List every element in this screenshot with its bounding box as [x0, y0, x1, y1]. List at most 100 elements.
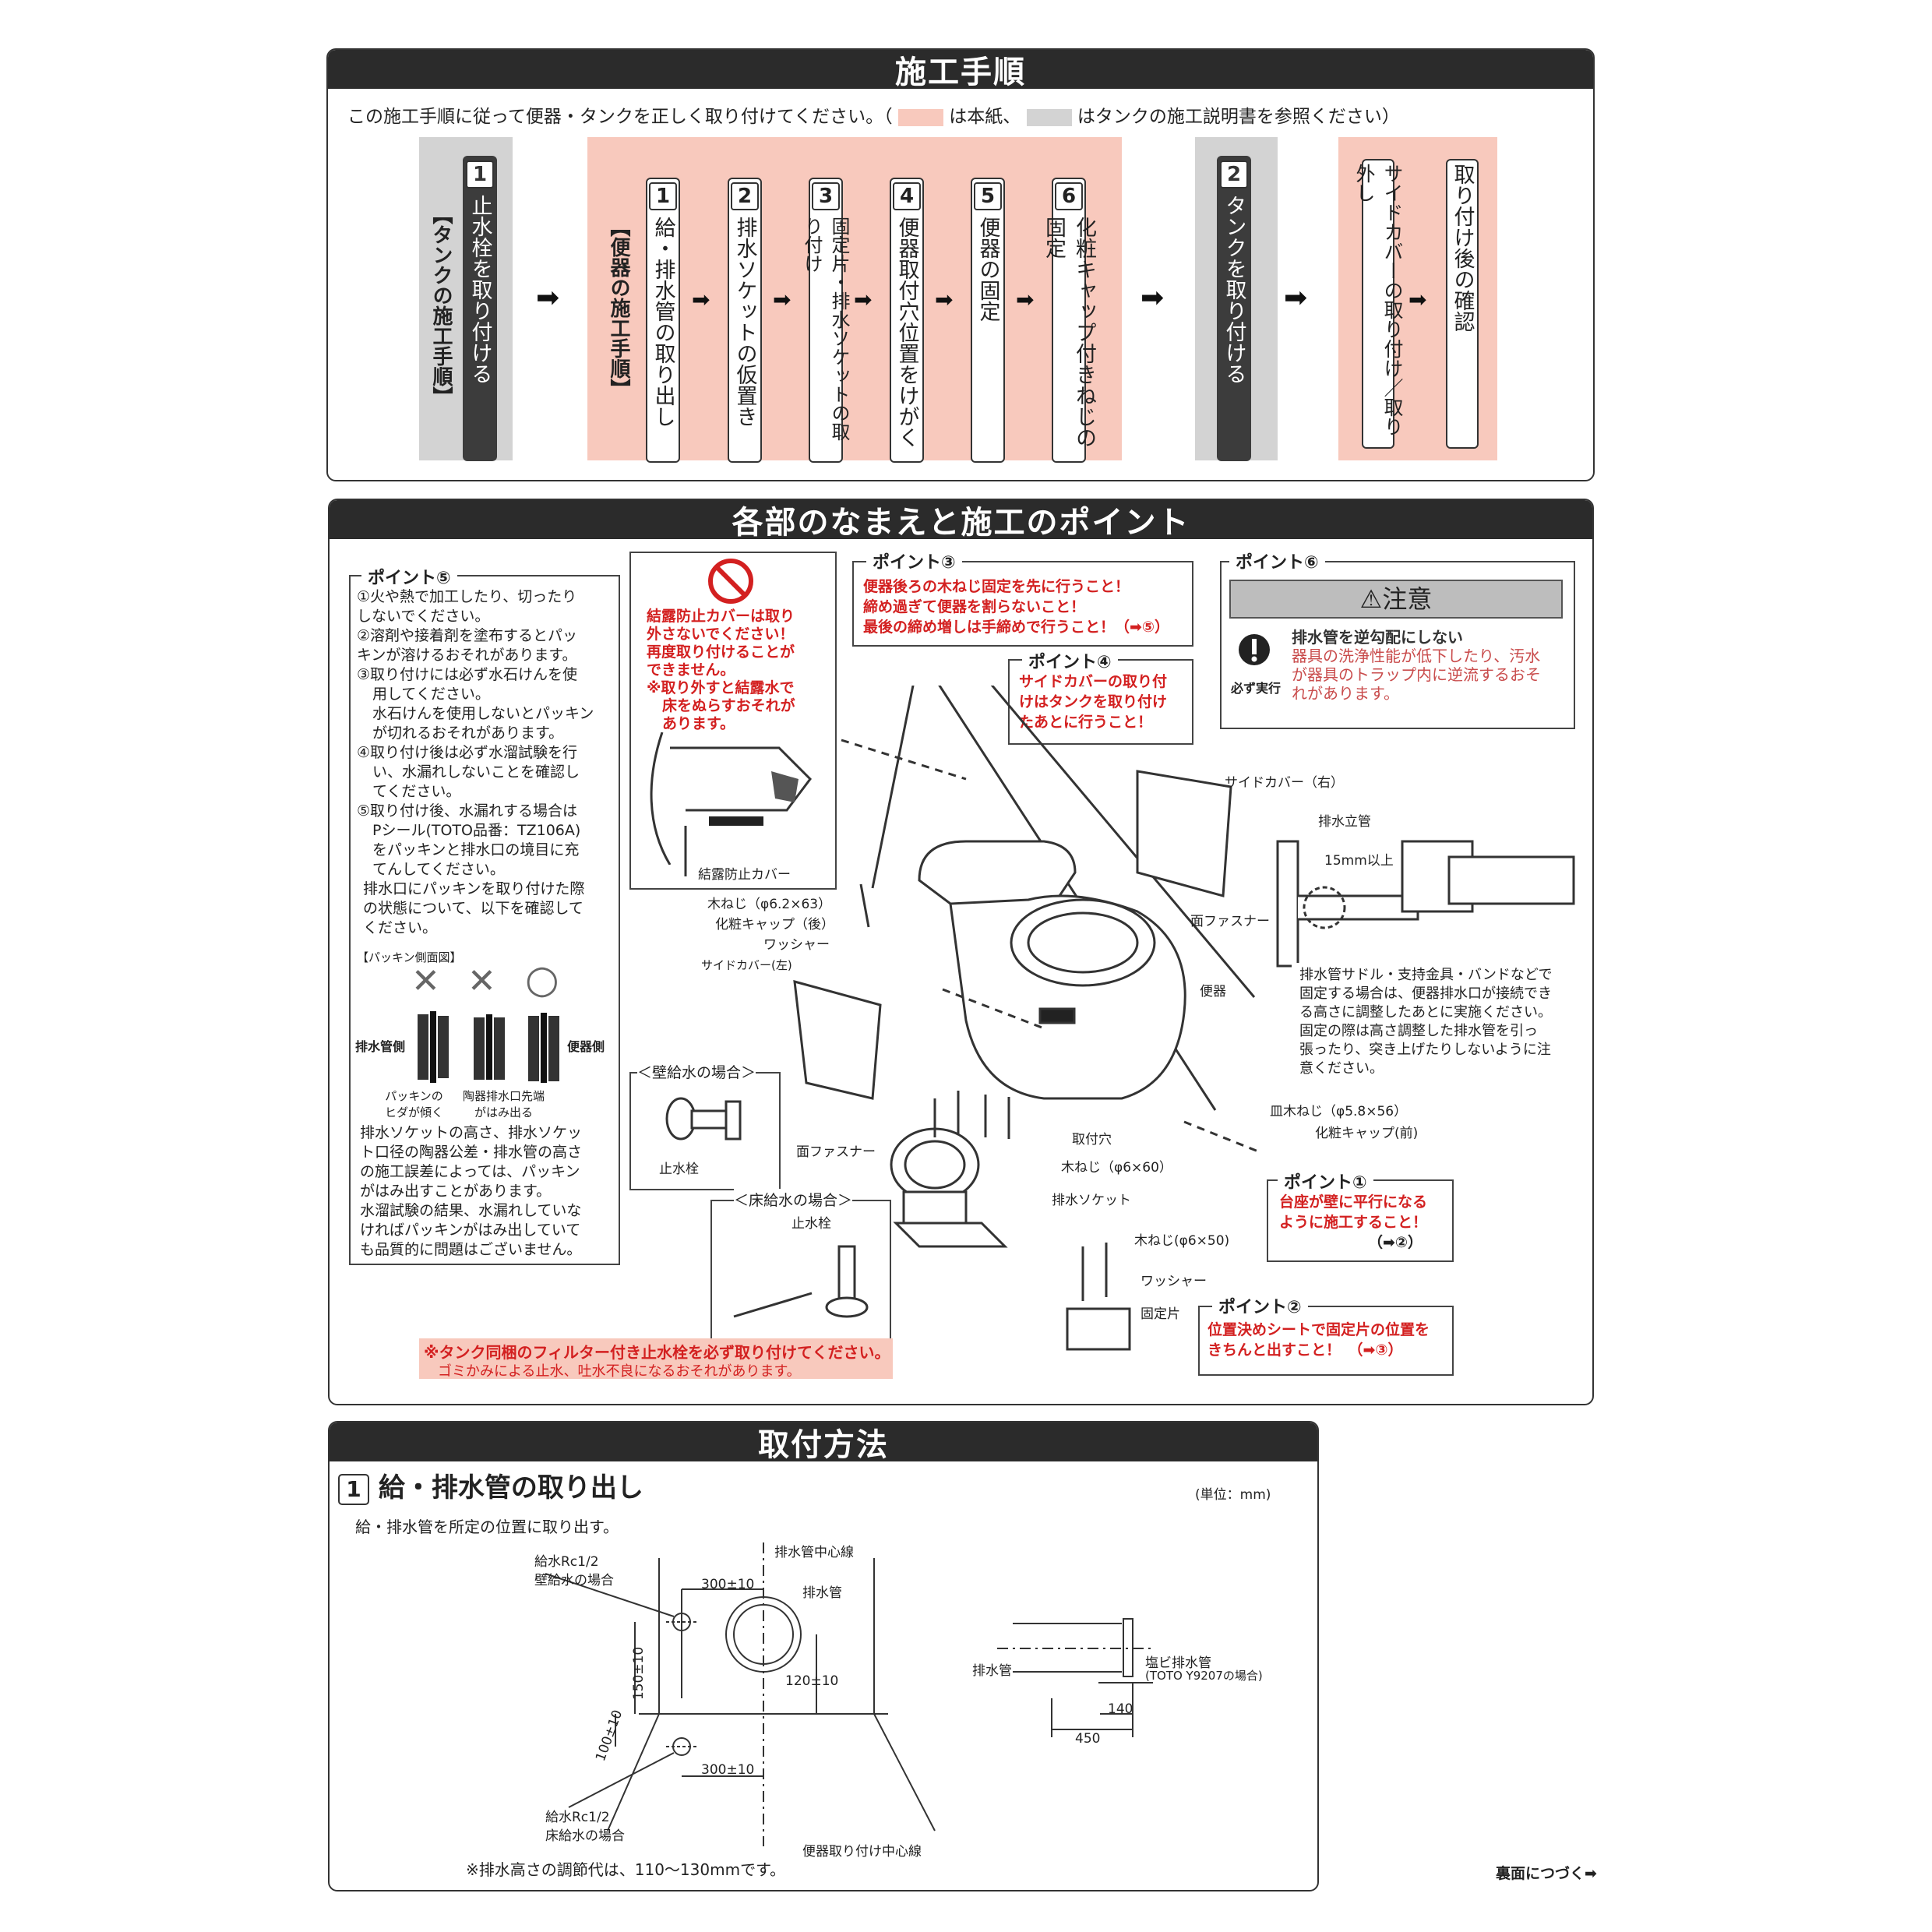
dim-pvc: 塩ビ排水管	[1145, 1655, 1211, 1671]
dim-450: 450	[1075, 1731, 1101, 1747]
flow-arrow-icon: ➡	[854, 287, 873, 312]
packing-mark-ng2: ✕	[467, 961, 496, 1001]
bowl-step-2: 2 排水ソケットの仮置き	[728, 178, 762, 463]
tank-step-2: 2 タンクを取り付ける	[1217, 156, 1251, 461]
point4-title: ポイント④	[1022, 648, 1118, 673]
point3-title: ポイント③	[866, 548, 962, 573]
install-step-heading: 1 給・排水管の取り出し	[338, 1466, 643, 1505]
label-side-cover-l: サイドカバー(左)	[701, 958, 792, 972]
dew-warning-text: 結露防止カバーは取り 外さないでください！ 再度取り付けることが できません。 …	[647, 608, 795, 732]
point1-title: ポイント①	[1278, 1169, 1373, 1193]
stop-valve-wall-icon	[665, 1097, 742, 1141]
dim-300-top: 300±10	[701, 1577, 755, 1592]
flow-arrow-icon: ➡	[1284, 282, 1308, 314]
dim-150: 150±10	[631, 1646, 647, 1701]
caution-head: 排水管を逆勾配にしない	[1292, 628, 1463, 647]
install-footnote: ※排水高さの調節代は、110～130mmです。	[466, 1860, 786, 1879]
point3-box	[852, 561, 1193, 647]
point6-title: ポイント⑥	[1229, 548, 1325, 573]
packing-mark-ng1: ✕	[411, 961, 440, 1001]
dim-supply-floor: 給水Rc1/2	[545, 1810, 610, 1825]
drain-note: 排水管サドル・支持金具・バンドなどで 固定する場合は、便器排水口が接続でき る高…	[1299, 967, 1553, 1077]
packing-caption-2: 陶器排水口先端 がはみ出る	[463, 1089, 545, 1119]
toilet-illustration	[684, 686, 1575, 1351]
floor-supply-title: ＜床給水の場合＞	[734, 1189, 853, 1210]
wall-supply-title: ＜壁給水の場合＞	[637, 1061, 756, 1082]
tank-step-1: 1 止水栓を取り付ける	[463, 156, 497, 461]
bowl-step-1: 1 給・排水管の取り出し	[646, 178, 680, 463]
flow-arrow-icon: ➡	[1141, 282, 1165, 314]
bowl-step-5: 5 便器の固定	[971, 178, 1005, 463]
label-wood-screw-50: 木ねじ(φ6×50)	[1134, 1233, 1230, 1249]
flow-arrow-icon: ➡	[536, 282, 560, 314]
point4-body: サイドカバーの取り付 けはタンクを取り付け たあとに行うこと！	[1019, 673, 1168, 731]
flow-arrow-icon: ➡	[1408, 287, 1427, 312]
point5-box	[349, 575, 620, 1265]
caution-header: ⚠注意	[1229, 580, 1563, 619]
dim-drain-pipe-2: 排水管	[972, 1663, 1012, 1679]
gray-legend-swatch	[1026, 108, 1072, 126]
bowl-step-6: 6 化粧キャップ付きねじの固定	[1042, 178, 1096, 463]
dim-supply-floor-sub: 床給水の場合	[545, 1828, 625, 1844]
point3-body: 便器後ろの木ねじ固定を先に行うこと！ 締め過ぎて便器を割らないこと！ 最後の締め…	[863, 578, 1170, 636]
continue-footer: 裏面につづく➡	[1496, 1865, 1597, 1882]
parts-title: 各部のなまえと施工のポイント	[330, 500, 1592, 541]
procedure-intro: この施工手順に従って便器・タンクを正しく取り付けてください。（ は本紙、 はタン…	[347, 107, 1400, 127]
label-drain-socket: 排水ソケット	[1052, 1193, 1131, 1208]
bowl-step-3: 3 固定片・排水ソケットの取り付け	[801, 178, 850, 463]
dim-supply-wall: 給水Rc1/2	[534, 1554, 599, 1570]
dim-pvc-sub: (TOTO Y9207の場合)	[1145, 1669, 1263, 1683]
dim-bowl-center: 便器取り付け中心線	[802, 1844, 922, 1860]
filter-note-box	[419, 1338, 893, 1379]
label-bowl: 便器	[1200, 984, 1226, 999]
label-face-fastener-1: 面ファスナー	[1190, 914, 1270, 929]
tank-group-label: 【タンクの施工手順】	[429, 204, 453, 407]
label-washer-2: ワッシャー	[1141, 1274, 1207, 1289]
label-mount-hole: 取付穴	[1072, 1132, 1112, 1148]
dim-drain-pipe: 排水管	[802, 1585, 842, 1601]
flow-arrow-icon: ➡	[1016, 287, 1035, 312]
must-do-icon	[1239, 634, 1270, 665]
flow-arrow-icon: ➡	[935, 287, 954, 312]
install-instruction: 給・排水管を所定の位置に取り出す。	[355, 1518, 619, 1536]
dew-cover-illustration	[650, 732, 812, 865]
label-stop-valve-1: 止水栓	[659, 1162, 699, 1177]
label-cap-front: 化粧キャップ(前)	[1315, 1126, 1419, 1141]
filter-note-sub: ゴミかみによる止水、吐水不良になるおそれがあります。	[438, 1363, 801, 1380]
side-dimension-diagram	[997, 1618, 1153, 1737]
pink-legend-swatch	[897, 108, 943, 126]
dew-cover-label: 結露防止カバー	[698, 867, 791, 883]
label-stop-valve-2: 止水栓	[791, 1216, 831, 1232]
dim-120: 120±10	[785, 1673, 839, 1689]
caution-body: 器具の洗浄性能が低下したり、汚水 が器具のトラップ内に逆流するおそ れがあります…	[1292, 647, 1541, 703]
bowl-step-4: 4 便器取付穴位置をけがく	[890, 178, 924, 463]
packing-right-label: 便器側	[567, 1039, 605, 1054]
label-face-fastener-2: 面ファスナー	[796, 1144, 876, 1160]
dim-drain-center: 排水管中心線	[774, 1545, 854, 1560]
label-wood-screw-63: 木ねじ（φ6.2×63）	[707, 897, 832, 912]
label-drain-stand: 排水立管	[1318, 814, 1371, 830]
point5-title: ポイント⑤	[361, 564, 457, 589]
install-panel: 取付方法	[328, 1421, 1319, 1891]
final-step-cover: サイドカバーの取り付け／取り外し	[1353, 159, 1404, 449]
point2-body: 位置決めシートで固定片の位置を きちんと出すこと！ （➡③）	[1208, 1321, 1430, 1359]
flow-arrow-icon: ➡	[692, 287, 710, 312]
flow-arrow-icon: ➡	[773, 287, 791, 312]
point5-body: ①火や熱で加工したり、切ったり しないでください。 ②溶剤や接着剤を塗布するとパ…	[357, 588, 594, 936]
procedure-title: 施工手順	[328, 50, 1593, 90]
packing-diagram	[418, 1011, 559, 1083]
label-side-cover-r: サイドカバー（右）	[1225, 775, 1344, 791]
prohibited-icon	[708, 559, 753, 604]
bowl-group-label: 【便器の施工手順】	[607, 217, 630, 399]
label-wood-screw-60: 木ねじ（φ6×60）	[1061, 1160, 1172, 1176]
final-step-check: 取り付け後の確認	[1446, 159, 1479, 449]
dim-300-bottom: 300±10	[701, 1762, 755, 1778]
label-cap-rear: 化粧キャップ（後）	[715, 917, 834, 933]
packing-caption-1: パッキンの ヒダが傾く	[385, 1089, 444, 1119]
stop-valve-floor-icon	[733, 1245, 869, 1318]
packing-mark-ok: ○	[525, 957, 559, 1002]
dew-cover-box	[629, 552, 837, 890]
point5-tail: 排水ソケットの高さ、排水ソケッ ト口径の陶器公差・排水管の高さ の施工誤差によっ…	[360, 1124, 583, 1258]
point2-title: ポイント②	[1212, 1293, 1308, 1318]
drain-note-box	[1292, 963, 1572, 1080]
